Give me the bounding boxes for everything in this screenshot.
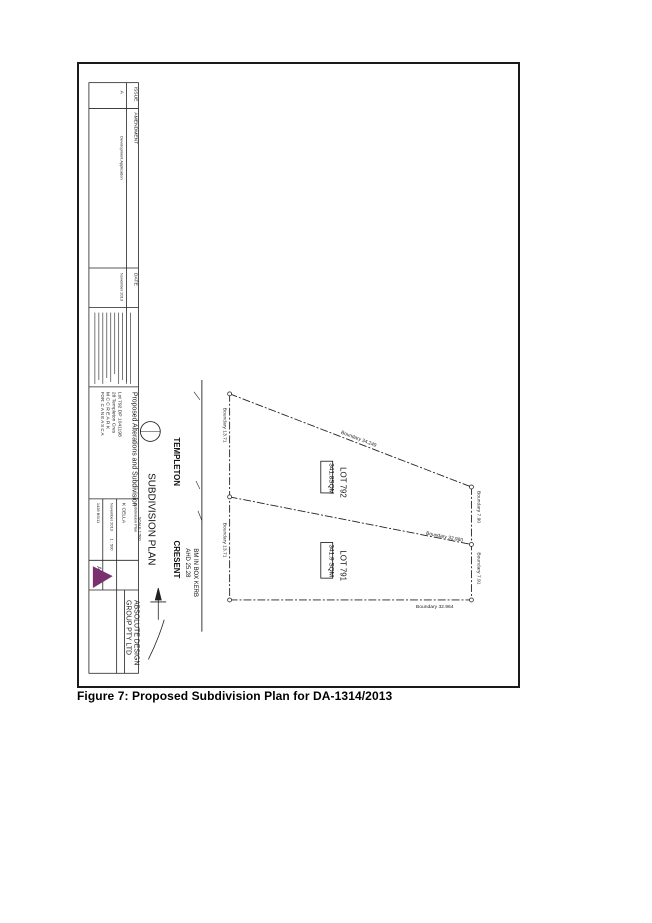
- issue-value: A: [119, 91, 125, 95]
- rev-letter: A: [95, 566, 101, 570]
- project-title: Proposed Alterations and Subdivision: [131, 392, 138, 507]
- plan-heading: SUBDIVISION PLAN SCALE 1:500 TEMPLETON C…: [137, 437, 197, 597]
- subdivision-plan-drawing: ISSUE AMENDMENT DATE A Development Appli…: [88, 82, 482, 674]
- date-small: November 2013: [110, 503, 115, 532]
- boundary-pegs: [227, 391, 474, 603]
- drawn-by: K CELLA: [121, 503, 127, 524]
- date-header: DATE: [132, 273, 138, 287]
- boundary-bottom: Boundary 32.964: [416, 604, 454, 610]
- lot-791-label: LOT 791: [339, 550, 348, 581]
- project-text: Proposed Alterations and Subdivision Lot…: [95, 392, 140, 665]
- company-line2: GROUP PTY LTD: [125, 600, 132, 655]
- project-street: 28 Templeton Cres: [111, 392, 117, 434]
- amendment-header: AMENDMENT: [132, 112, 138, 144]
- boundary-labels: Boundary 34.249 Boundary 32.980 Boundary…: [222, 408, 482, 610]
- lot-792-area: 341.8SQM: [328, 463, 335, 494]
- figure-caption: Figure 7: Proposed Subdivision Plan for …: [77, 689, 393, 703]
- issue-header: ISSUE: [132, 87, 138, 103]
- street-name-2: CRESENT: [172, 540, 181, 578]
- north-arrow-icon: [148, 587, 167, 660]
- drawing-frame: ISSUE AMENDMENT DATE A Development Appli…: [77, 62, 520, 688]
- project-client: FOR: C A N E A S C A: [100, 392, 105, 436]
- notes-lines: [94, 312, 131, 384]
- lot-labels: LOT 792 341.8SQM LOT 791 341.9 SQM: [320, 460, 348, 582]
- company-logo-icon: [92, 566, 113, 589]
- plan-title: SUBDIVISION PLAN: [145, 473, 156, 565]
- bm-note-1: BM IN BOX KERB: [192, 548, 198, 597]
- project-lot: Lot 792 DP 1041198: [117, 392, 123, 437]
- company-line1: ABSOLUTE DESIGN: [132, 600, 139, 665]
- scale-note: SCALE 1:500: [137, 517, 142, 542]
- amendment-value: Development Application: [120, 136, 125, 180]
- boundary-mid: Boundary 32.980: [425, 531, 463, 544]
- title-block-text: ISSUE AMENDMENT DATE A Development Appli…: [119, 87, 139, 302]
- street-name-1: TEMPLETON: [172, 437, 181, 486]
- boundary-right-lower: Boundary 7.91: [475, 552, 481, 584]
- boundary-left-upper: Boundary 13.71: [222, 408, 228, 443]
- date-value: November 2013: [120, 273, 125, 302]
- boundary-top: Boundary 34.249: [340, 430, 377, 449]
- lot-792-label: LOT 792: [339, 467, 348, 498]
- scale-small: 1 : 500: [110, 539, 115, 552]
- lot-boundaries: [229, 393, 472, 601]
- boundary-left-lower: Boundary 13.71: [222, 523, 228, 558]
- bm-note-2: AHD 25.28: [184, 548, 190, 578]
- sheet-number: 1428 BS/11: [96, 503, 101, 523]
- lot-791-area: 341.9 SQM: [328, 544, 335, 577]
- project-suburb: M C C R E A R K: [105, 392, 111, 430]
- drawing-label: Subdivision Plan: [133, 503, 138, 532]
- boundary-right-upper: Boundary 7.90: [475, 491, 481, 523]
